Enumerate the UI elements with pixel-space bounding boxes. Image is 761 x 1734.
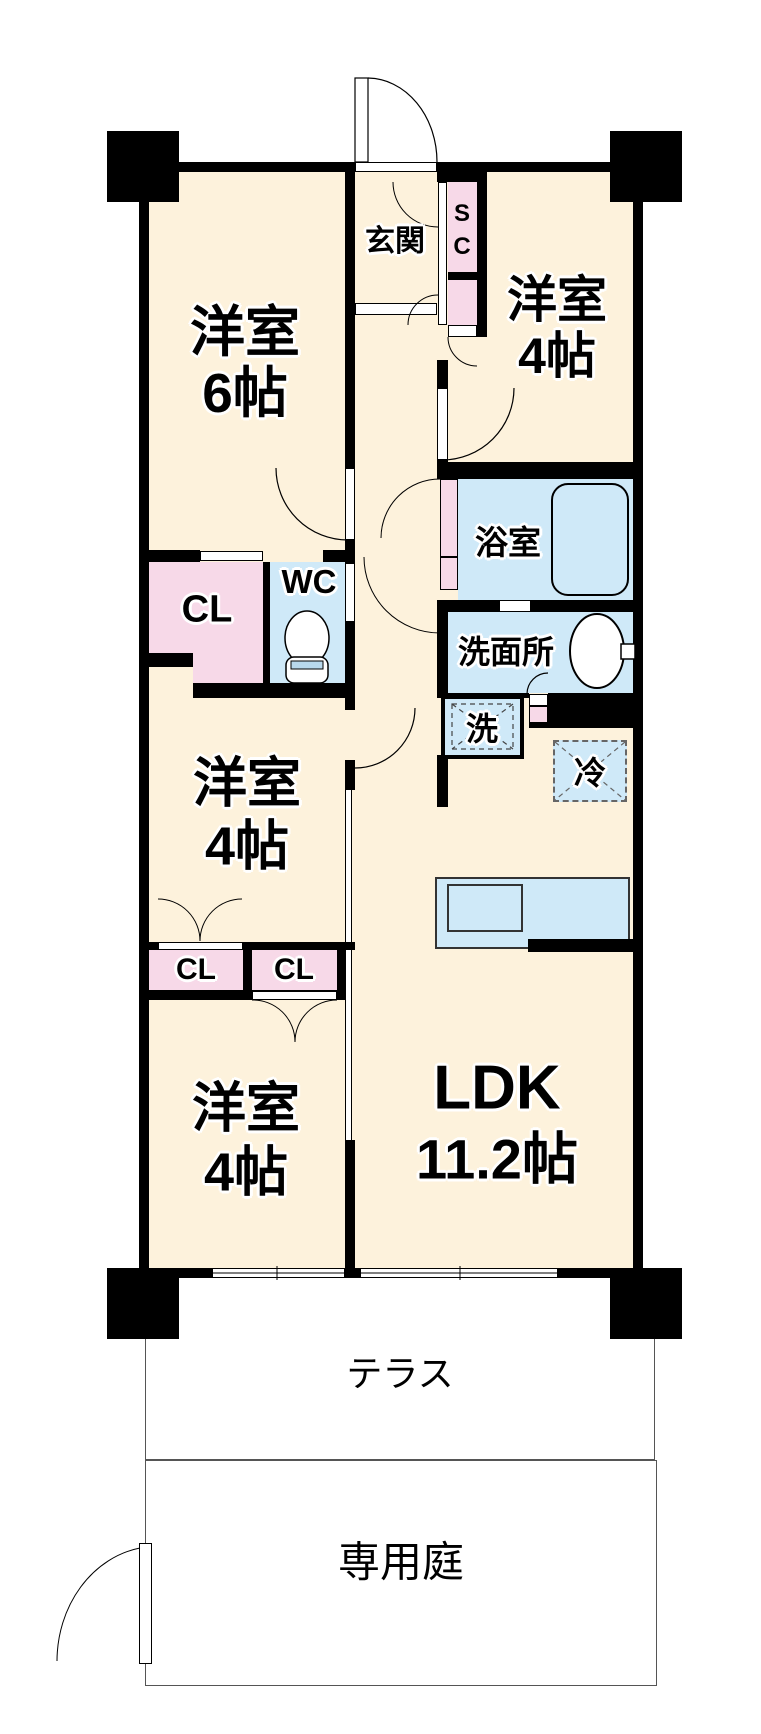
pillar-bottom-left [107, 1268, 179, 1339]
label-cl-mid: CL [181, 588, 233, 631]
wall-wash-door-below [529, 723, 548, 728]
closet-sw-right [252, 950, 337, 990]
wall-genkan-cap [437, 162, 487, 182]
wall-bath-bottom [437, 600, 643, 612]
door-west6-leaf [345, 468, 355, 540]
kitchen-sink [447, 884, 523, 932]
wall-ne-stub1 [437, 360, 448, 388]
room-label-west4mid-size: 4帖 [204, 816, 290, 877]
wall-hall-upper [345, 172, 355, 468]
wall-laundry-stub [437, 755, 448, 807]
shoe-closet-upper [448, 182, 477, 272]
room-label-west4ne-size: 4帖 [518, 328, 596, 384]
window-south-right [360, 1268, 558, 1278]
bath-door-gap [500, 601, 530, 611]
room-label-west6-name: 洋室 [189, 301, 301, 363]
label-sc-c: C [453, 233, 471, 260]
label-washroom: 洗面所 [457, 634, 555, 670]
closet-mid [149, 562, 263, 653]
garden-gate-arc [56, 1547, 141, 1662]
wall-top-left [139, 162, 355, 172]
doorway-west4mid [345, 710, 355, 760]
wall-west6-bottom-b [323, 550, 355, 562]
label-cl-sw-right: CL [274, 953, 314, 986]
cl-left-door-track [158, 942, 243, 950]
wall-clrow-top [139, 942, 355, 950]
partition-thin-2 [345, 950, 352, 1000]
hall-door-panel-2 [440, 557, 458, 590]
label-cl-sw-left: CL [176, 953, 216, 986]
entrance-opening [355, 162, 437, 172]
wall-wash-bottom-mass [548, 693, 643, 728]
pillar-bottom-right [610, 1268, 682, 1339]
partition-thin-3 [345, 1000, 352, 1140]
window-south-left [212, 1268, 345, 1278]
closet-sw-left [149, 950, 243, 990]
label-garden: 専用庭 [337, 1538, 465, 1586]
wall-ldk-west [345, 1140, 355, 1268]
label-genkan: 玄関 [365, 225, 425, 258]
terrace [145, 1278, 655, 1460]
sc-door-strip-h [448, 325, 477, 337]
wall-top-right [437, 162, 643, 172]
room-label-west4mid-name: 洋室 [193, 753, 301, 814]
wall-hall-mid2 [345, 622, 355, 710]
room-label-west4sw-size: 4帖 [203, 1142, 289, 1203]
label-terrace: テラス [346, 1353, 454, 1394]
garden-gate-leaf [139, 1543, 152, 1664]
partition-thin-1 [345, 790, 352, 942]
wall-cl-wc [263, 562, 270, 683]
room-label-west4ne-name: 洋室 [507, 272, 607, 328]
label-wc: WC [281, 563, 337, 600]
wall-sc-mid [448, 272, 477, 280]
wall-hall-mid3 [345, 760, 355, 790]
entrance-door-arc [367, 77, 438, 163]
room-label-west6-size: 6帖 [202, 362, 288, 424]
wall-west6-bottom-a [139, 550, 200, 562]
hall-door-panel-1 [440, 479, 458, 557]
entrance-door-leaf [354, 77, 369, 163]
wash-door-strip [529, 694, 548, 706]
room-label-ldk-name: LDK [433, 1053, 561, 1123]
wall-counter-stub [528, 939, 643, 952]
label-fridge: 冷 [573, 755, 607, 791]
wall-clrow-mid [243, 950, 252, 990]
room-label-ldk-size: 11.2帖 [416, 1127, 578, 1191]
door-wc-leaf [345, 563, 355, 622]
cl-right-door-track [252, 991, 337, 1000]
genkan-step [355, 303, 437, 315]
closet-mid-ext [193, 653, 263, 687]
wall-wc-bottom [193, 683, 355, 698]
wall-bath-top [437, 462, 643, 479]
door-west4ne-leaf [437, 388, 448, 460]
wash-door-panel [529, 706, 548, 723]
wall-clrow-bottom [139, 990, 345, 1000]
room-label-west4sw-name: 洋室 [192, 1078, 300, 1139]
shoe-closet-lower [448, 280, 477, 325]
wall-cl-notch [139, 653, 193, 667]
label-sc-s: S [453, 200, 471, 227]
label-laundry: 洗 [465, 711, 499, 747]
wall-clrow-right [337, 950, 345, 1000]
closet-door-strip [200, 551, 263, 561]
wall-left [139, 162, 149, 1278]
wall-wash-left [437, 612, 448, 698]
wall-sc-right [477, 172, 487, 337]
sc-door-strip-v [438, 182, 447, 325]
label-bath: 浴室 [475, 524, 541, 561]
